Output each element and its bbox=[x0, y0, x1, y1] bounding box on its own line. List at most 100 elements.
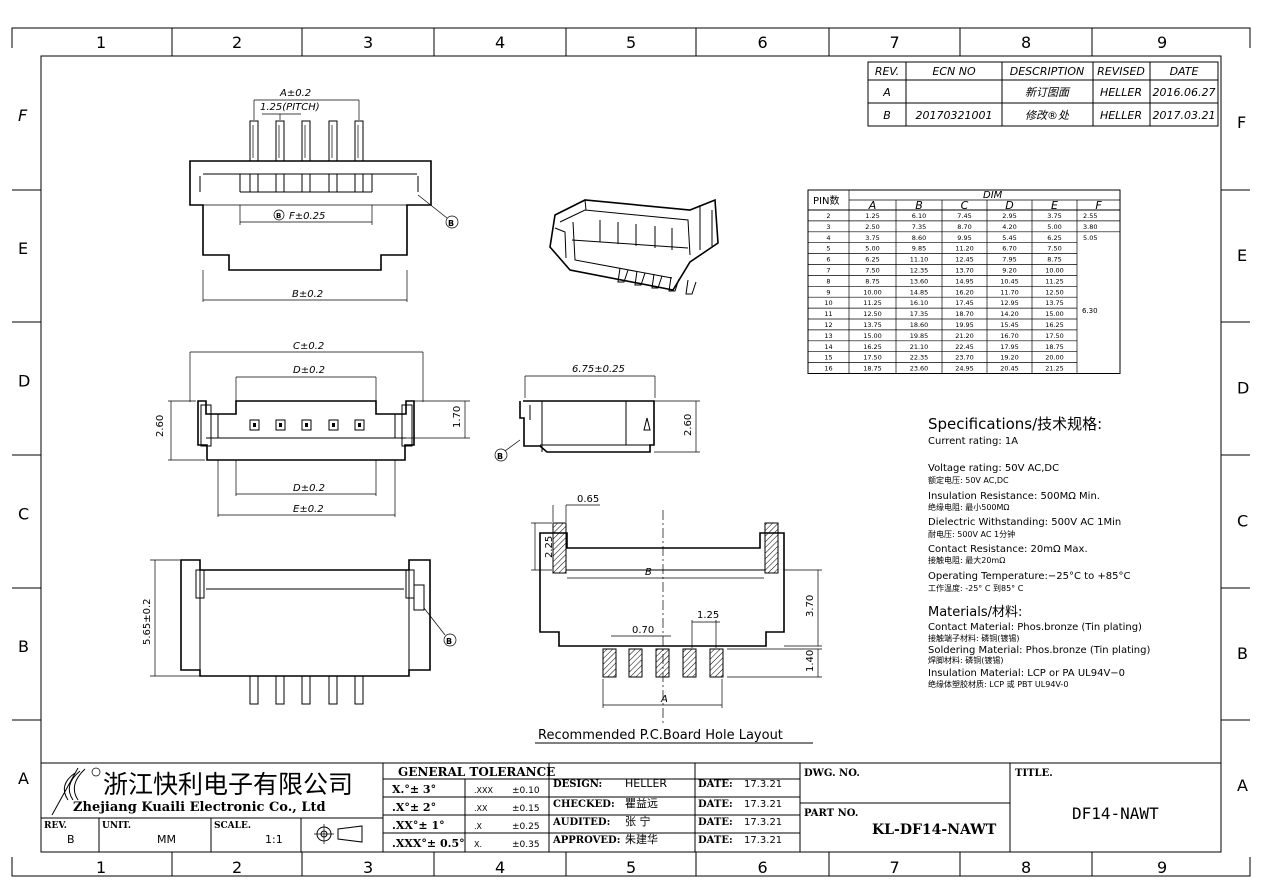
col-label-bottom: 8 bbox=[1021, 858, 1031, 877]
tol-decimal-key: .XX bbox=[474, 804, 488, 813]
dim-cell: 5.00 bbox=[865, 245, 879, 253]
dim-cell: 11.25 bbox=[1045, 277, 1064, 285]
dim-header: DIM bbox=[983, 190, 1003, 201]
dim-cell: 19.85 bbox=[910, 332, 929, 340]
dim-260-left: 2.60 bbox=[155, 415, 166, 437]
dim-cell: 18.70 bbox=[955, 310, 974, 318]
bottom-pin bbox=[328, 675, 338, 705]
top-pocket bbox=[275, 173, 285, 193]
dim-cell: 3.75 bbox=[1047, 212, 1061, 220]
rev-header: DESCRIPTION bbox=[1010, 65, 1084, 78]
dim-cell: 14.20 bbox=[1000, 310, 1019, 318]
col-label-bottom: 3 bbox=[363, 858, 373, 877]
front-contact bbox=[358, 423, 361, 427]
top-pocket bbox=[249, 173, 259, 193]
rev-cell: HELLER bbox=[1100, 109, 1142, 122]
dim-cell: 18.75 bbox=[863, 365, 882, 373]
rev-label: REV. bbox=[44, 821, 67, 831]
front-slot bbox=[301, 419, 312, 431]
spec-line: Contact Resistance: 20mΩ Max. bbox=[928, 544, 1088, 555]
rev-value: B bbox=[67, 833, 75, 846]
date-label: DATE: bbox=[698, 835, 733, 846]
dim-cell: 6.25 bbox=[1047, 234, 1061, 242]
dim-pcb-a: A bbox=[660, 694, 668, 705]
tol-decimal-key: .XXX bbox=[474, 786, 494, 795]
specifications: Specifications/技术规格: Current rating: 1AV… bbox=[928, 415, 1150, 689]
dim-cell: 20.45 bbox=[1000, 365, 1019, 373]
row-label-left: F bbox=[18, 106, 28, 125]
specs-title: Specifications/技术规格: bbox=[928, 415, 1102, 433]
spec-line: 额定电压: 50V AC,DC bbox=[928, 475, 1009, 485]
dim-pcb-070: 0.70 bbox=[632, 625, 654, 636]
title-value: DF14-NAWT bbox=[1072, 804, 1159, 823]
date-label: DATE: bbox=[698, 779, 733, 790]
row-label-right: D bbox=[1237, 379, 1249, 398]
dim-pcb-140: 1.40 bbox=[805, 650, 816, 672]
dim-cell: 16.10 bbox=[910, 299, 929, 307]
material-line: 焊脚材料: 磷铜(镀锡) bbox=[928, 655, 1003, 665]
dim-cell: 9.85 bbox=[912, 245, 926, 253]
pcb-pad bbox=[655, 648, 670, 678]
rev-cell: B bbox=[883, 109, 891, 122]
dim-col-header: D bbox=[1005, 199, 1013, 212]
col-label-top: 6 bbox=[758, 33, 768, 52]
iso-pin bbox=[668, 276, 680, 292]
dim-pcb-225: 2.25 bbox=[544, 536, 555, 558]
row-label-right: E bbox=[1237, 246, 1247, 265]
tol-decimal-key: X. bbox=[474, 840, 482, 849]
col-label-top: 3 bbox=[363, 33, 373, 52]
front-contact bbox=[305, 423, 308, 427]
front-contact bbox=[332, 423, 335, 427]
dim-cell: 7.50 bbox=[1047, 245, 1061, 253]
row-label-right: A bbox=[1237, 776, 1248, 795]
dim-cell: 12.50 bbox=[863, 310, 882, 318]
pcb-layout: 0.65 2.25 B 3.70 1.25 0.70 1.40 A Recomm… bbox=[531, 494, 822, 744]
dim-pitch-label: 1.25(PITCH) bbox=[260, 102, 320, 113]
dim-cell: 14 bbox=[824, 343, 832, 351]
outer-frame bbox=[11, 27, 1251, 877]
dim-cell: 16.20 bbox=[955, 288, 974, 296]
dim-cell: 2.95 bbox=[1002, 212, 1016, 220]
front-view: C±0.2 D±0.2 D±0.2 E±0.2 2.60 1.70 bbox=[155, 341, 470, 517]
dim-d-top-label: D±0.2 bbox=[293, 365, 325, 376]
col-label-top: 5 bbox=[626, 33, 636, 52]
sign-value: HELLER bbox=[625, 777, 667, 790]
dim-cell: 18.60 bbox=[910, 321, 929, 329]
dim-cell: 7.45 bbox=[957, 212, 971, 220]
dim-cell: 12.95 bbox=[1000, 299, 1019, 307]
dim-cell: 23.60 bbox=[910, 365, 929, 373]
sign-value: 朱建华 bbox=[625, 832, 658, 846]
top-pocket bbox=[354, 173, 364, 193]
dim-col-header: C bbox=[961, 199, 969, 212]
date-value: 17.3.21 bbox=[744, 779, 782, 790]
front-slot bbox=[275, 419, 286, 431]
dim-cell: 8 bbox=[826, 277, 830, 285]
dim-cell: 13.60 bbox=[910, 277, 929, 285]
drawing-border bbox=[40, 55, 1222, 853]
dim-cell: 22.45 bbox=[955, 343, 974, 351]
col-label-bottom: 2 bbox=[232, 858, 242, 877]
bottom-pin bbox=[249, 675, 259, 705]
dim-cell: 11.10 bbox=[910, 256, 929, 264]
pcb-caption: Recommended P.C.Board Hole Layout bbox=[538, 728, 783, 743]
dim-cell: 2.55 bbox=[1083, 212, 1097, 220]
bottom-pin bbox=[275, 675, 285, 705]
dim-cell: 17.50 bbox=[863, 354, 882, 362]
dim-cell: 9.20 bbox=[1002, 267, 1016, 275]
material-line: Contact Material: Phos.bronze (Tin plati… bbox=[928, 622, 1142, 633]
dim-c-label: C±0.2 bbox=[293, 341, 324, 352]
spec-line: 接触电阻: 最大20mΩ bbox=[928, 555, 1005, 565]
dim-cell: 10.00 bbox=[863, 288, 882, 296]
col-label-bottom: 1 bbox=[96, 858, 106, 877]
col-label-bottom: 5 bbox=[626, 858, 636, 877]
dim-cell: 7 bbox=[826, 267, 830, 275]
sign-label: DESIGN: bbox=[553, 779, 602, 790]
spec-line: 绝缘电阻: 最小500MΩ bbox=[928, 502, 1010, 512]
front-contact bbox=[253, 423, 256, 427]
dim-cell: 9.95 bbox=[957, 234, 971, 242]
rev-cell: HELLER bbox=[1100, 86, 1142, 99]
dim-cell: 21.20 bbox=[955, 332, 974, 340]
